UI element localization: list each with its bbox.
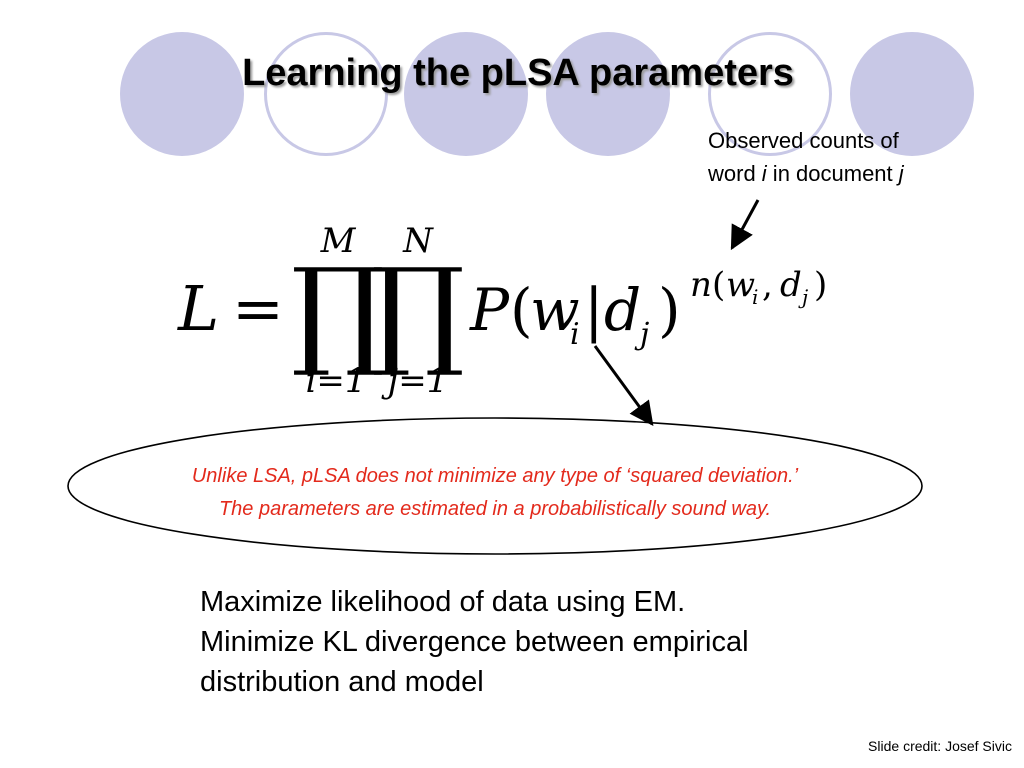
product-1-upper: M — [320, 221, 357, 261]
slide-title: Learning the pLSA parameters — [242, 52, 794, 94]
arrow-to-exponent — [730, 199, 760, 251]
arrow-to-ellipse — [593, 345, 654, 426]
annotation-var-i: i — [761, 161, 767, 186]
annotation-in-document: in document — [766, 161, 899, 186]
exp-d: d — [780, 265, 802, 305]
product-2-upper: N — [402, 221, 434, 261]
ellipse-note-line-1: Unlike LSA, pLSA does not minimize any t… — [191, 465, 799, 487]
exp-n: n — [690, 265, 712, 305]
likelihood-formula: L = M ∏ i=1 N ∏ j=1 P ( w i | d j ) n ( … — [177, 221, 827, 401]
formula-open-paren: ( — [510, 276, 533, 344]
formula-bar: | — [584, 276, 604, 344]
annotation-line-2: word i in document j — [708, 157, 1008, 190]
decorative-circle-outline — [264, 32, 388, 156]
annotation-line-1: Observed counts of — [708, 128, 899, 153]
formula-d: d — [604, 276, 641, 344]
exp-sub-i: i — [752, 285, 758, 309]
formula-exponent: n ( w i , d j ) — [690, 265, 827, 309]
product-1-symbol: ∏ — [291, 242, 385, 380]
formula-w: w — [530, 276, 580, 344]
formula-P: P — [469, 276, 510, 344]
ellipse-note-line-2: The parameters are estimated in a probab… — [218, 498, 772, 520]
formula-close-paren: ) — [658, 276, 681, 344]
exp-w: w — [726, 265, 755, 305]
ellipse-note: Unlike LSA, pLSA does not minimize any t… — [60, 460, 930, 526]
decorative-circle-outline — [708, 32, 832, 156]
exp-close-paren: ) — [814, 265, 827, 305]
body-text: Maximize likelihood of data using EM. Mi… — [200, 582, 980, 702]
formula-sub-i: i — [570, 317, 580, 352]
body-line-2: Minimize KL divergence between empirical — [200, 626, 749, 658]
observed-counts-annotation: Observed counts of word i in document j — [708, 124, 1008, 190]
formula-equals: = — [232, 272, 284, 345]
annotation-word: word — [708, 161, 762, 186]
product-1-lower: i=1 — [306, 361, 367, 401]
body-line-3: distribution and model — [200, 666, 484, 698]
note-ellipse — [67, 417, 923, 555]
exp-sub-j: j — [798, 285, 808, 309]
exp-comma: , — [762, 265, 773, 305]
product-2-lower: j=1 — [381, 361, 449, 401]
exp-open-paren: ( — [712, 265, 725, 305]
product-2-symbol: ∏ — [371, 242, 465, 380]
decorative-circle — [404, 32, 528, 156]
decorative-circle — [120, 32, 244, 156]
decorative-circle — [546, 32, 670, 156]
slide-credit: Slide credit: Josef Sivic — [868, 738, 1012, 754]
annotation-var-j: j — [898, 161, 904, 186]
formula-lhs: L — [177, 272, 219, 345]
body-line-1: Maximize likelihood of data using EM. — [200, 586, 686, 618]
decorative-circle — [850, 32, 974, 156]
